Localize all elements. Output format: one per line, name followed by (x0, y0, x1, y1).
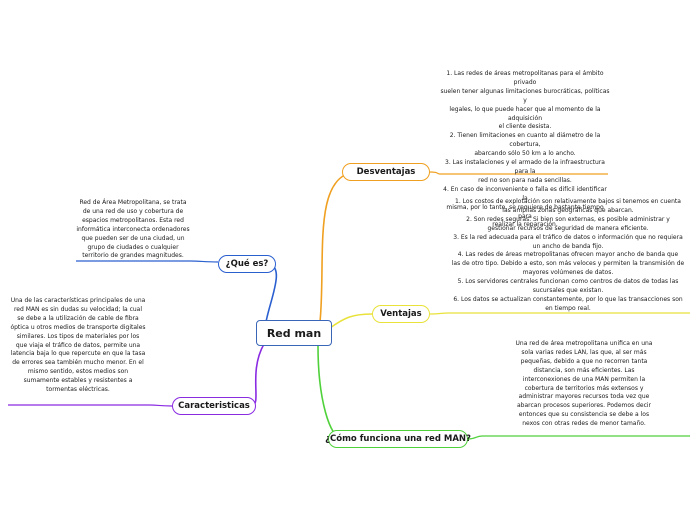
note-line-desventajas (429, 171, 608, 175)
note-line-ventajas (429, 312, 690, 315)
note-line-que-es (76, 260, 219, 263)
connector-desventajas (319, 171, 370, 323)
connector-como-funciona (317, 345, 346, 440)
topic-que-es-label: ¿Qué es? (225, 259, 269, 269)
topic-como-funciona[interactable]: ¿Cómo funciona una red MAN? (325, 430, 471, 448)
topic-caracteristicas[interactable]: Caracteristicas (172, 397, 256, 415)
note-ventajas: 1. Los costos de explotación son relativ… (451, 198, 685, 312)
note-line-caracteristicas (8, 404, 173, 407)
note-line-como-funciona (467, 435, 690, 440)
topic-como-funciona-label: ¿Cómo funciona una red MAN? (325, 434, 471, 444)
topic-ventajas-label: Ventajas (380, 309, 422, 319)
topic-caracteristicas-label: Caracteristicas (178, 401, 250, 411)
note-que-es: Red de Área Metropolitana, se trata de u… (76, 199, 190, 260)
connector-caracteristicas (251, 343, 265, 407)
topic-que-es[interactable]: ¿Qué es? (218, 255, 276, 273)
connector-ventajas (329, 313, 373, 329)
topic-desventajas-label: Desventajas (356, 167, 416, 177)
topic-desventajas[interactable]: Desventajas (342, 163, 430, 181)
note-desventajas: 1. Las redes de áreas metropolitanas par… (440, 70, 610, 229)
note-caracteristicas: Una de las características principales d… (10, 297, 146, 394)
topic-ventajas[interactable]: Ventajas (372, 305, 430, 323)
note-como-funciona: Una red de área metropolitana unifica en… (515, 340, 653, 428)
central-topic[interactable]: Red man (256, 320, 332, 346)
central-topic-label: Red man (266, 326, 322, 340)
